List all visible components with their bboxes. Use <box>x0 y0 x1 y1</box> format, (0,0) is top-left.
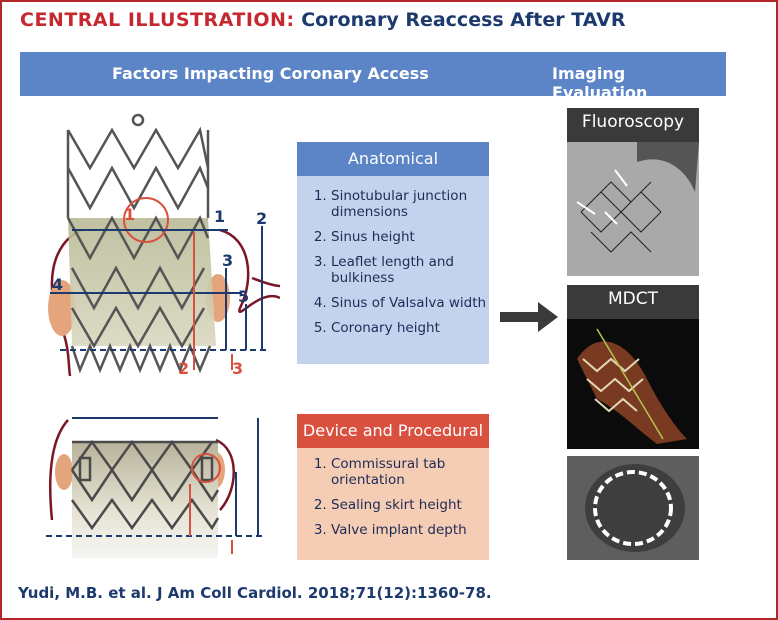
mdct-panel: MDCT <box>567 285 699 449</box>
fluoroscopy-image <box>567 142 699 276</box>
device-list: Commissural tab orientation Sealing skir… <box>297 448 489 560</box>
aortic-wall-right <box>219 228 280 314</box>
aortic-wall-left-bottom <box>49 419 69 521</box>
bottom-measurement-lines <box>46 417 266 537</box>
commissural-tab-highlight <box>191 453 221 483</box>
anatomical-heading: Anatomical <box>297 142 489 176</box>
title-text: Coronary Reaccess After TAVR <box>301 9 626 31</box>
right-arrow-icon <box>500 302 558 332</box>
title-bar: CENTRAL ILLUSTRATION: Coronary Reaccess … <box>2 2 776 38</box>
fluoroscopy-panel: Fluoroscopy <box>567 108 699 276</box>
valve-diagram-bottom <box>46 417 266 558</box>
device-heading: Device and Procedural <box>297 414 489 448</box>
anatomical-item: Coronary height <box>331 320 489 336</box>
diagram-numbers: 1 1 2 3 4 5 2 3 <box>52 205 267 378</box>
mdct-label: MDCT <box>607 289 658 309</box>
device-item: Commissural tab orientation <box>331 456 489 488</box>
anatomical-item: Sinotubular junction dimensions <box>331 188 489 220</box>
anatomical-item: Leaflet length and bulkiness <box>331 254 489 286</box>
label-1b: 1 <box>214 207 225 226</box>
label-3: 3 <box>222 251 233 270</box>
aortic-wall-right-bottom <box>215 438 235 511</box>
anatomical-item: Sinus of Valsalva width <box>331 295 489 311</box>
stent-cells <box>70 439 220 531</box>
ct-cross-section <box>567 456 699 560</box>
factors-heading: Factors Impacting Coronary Access <box>112 64 429 83</box>
imaging-heading: Imaging Evaluation <box>552 64 648 102</box>
anatomical-item: Sinus height <box>331 229 489 245</box>
valve-diagram-top: 1 1 2 3 4 5 2 3 <box>48 113 280 378</box>
label-3-red: 3 <box>232 359 243 378</box>
page-title: CENTRAL ILLUSTRATION: Coronary Reaccess … <box>20 9 625 31</box>
anatomical-list: Sinotubular junction dimensions Sinus he… <box>297 176 489 364</box>
label-1a: 1 <box>124 205 135 224</box>
ct-cross-section-image <box>567 456 699 560</box>
device-item: Sealing skirt height <box>331 497 489 513</box>
measurement-lines <box>50 226 270 351</box>
section-header-band: Factors Impacting Coronary Access Imagin… <box>20 52 726 102</box>
label-2-red: 2 <box>178 359 189 378</box>
label-4: 4 <box>52 275 63 294</box>
mdct-image <box>567 319 699 449</box>
leaflet-highlight <box>123 197 169 243</box>
valve-skirt <box>68 218 216 346</box>
label-2: 2 <box>256 209 267 228</box>
label-5: 5 <box>238 287 249 306</box>
device-item: Valve implant depth <box>331 522 489 538</box>
fluoroscopy-label: Fluoroscopy <box>581 112 685 132</box>
citation: Yudi, M.B. et al. J Am Coll Cardiol. 201… <box>18 584 492 602</box>
stent-frame <box>66 113 212 374</box>
coronary-ostium <box>251 276 280 288</box>
title-label: CENTRAL ILLUSTRATION: <box>20 9 295 31</box>
